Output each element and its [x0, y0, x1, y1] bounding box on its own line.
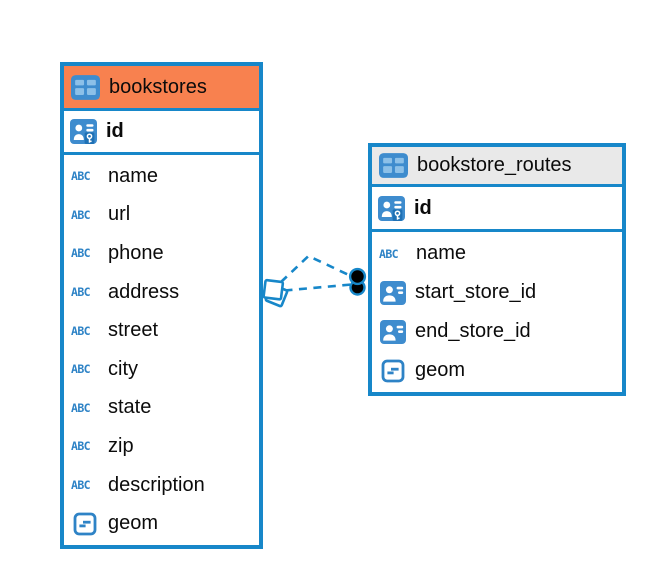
- abc-text-icon: ABC: [71, 400, 91, 415]
- column-label: zip: [108, 434, 134, 457]
- table-title: bookstore_routes: [417, 154, 572, 176]
- column-row[interactable]: ABC name: [372, 234, 622, 273]
- geometry-icon: [381, 359, 405, 383]
- column-label: phone: [108, 241, 164, 264]
- column-row-pk[interactable]: id: [64, 111, 259, 155]
- column-label: id: [414, 196, 432, 219]
- abc-text-icon: ABC: [71, 169, 91, 184]
- column-row[interactable]: ABC address: [64, 273, 259, 312]
- column-row[interactable]: end_store_id: [372, 312, 622, 351]
- column-row[interactable]: ABC name: [64, 157, 259, 196]
- column-label: start_store_id: [415, 281, 537, 303]
- abc-text-icon: ABC: [71, 478, 91, 493]
- column-label: state: [108, 396, 152, 419]
- column-row[interactable]: ABC city: [64, 350, 259, 389]
- column-row[interactable]: ABC url: [64, 196, 259, 235]
- column-label: city: [108, 357, 138, 380]
- abc-text-icon: ABC: [71, 285, 91, 300]
- column-row[interactable]: ABC state: [64, 389, 259, 428]
- column-row[interactable]: ABC description: [64, 466, 259, 505]
- column-row[interactable]: geom: [372, 351, 622, 390]
- column-label: url: [108, 203, 131, 226]
- column-row[interactable]: start_store_id: [372, 273, 622, 312]
- column-row[interactable]: ABC zip: [64, 427, 259, 466]
- abc-text-icon: ABC: [71, 362, 91, 377]
- relationship-line-lower[interactable]: [284, 283, 352, 292]
- person-key-icon: [70, 119, 97, 144]
- column-row[interactable]: ABC street: [64, 311, 259, 350]
- column-row[interactable]: ABC phone: [64, 234, 259, 273]
- column-label: geom: [108, 512, 159, 535]
- column-row-pk[interactable]: id: [372, 187, 622, 232]
- abc-text-icon: ABC: [71, 439, 91, 454]
- entity-table-bookstore-routes[interactable]: bookstore_routes id ABC name start_store…: [368, 143, 626, 396]
- column-label: id: [106, 120, 124, 142]
- table-title: bookstores: [109, 75, 207, 98]
- bookstores-header[interactable]: bookstores: [64, 66, 259, 111]
- relationship-connector: [262, 254, 367, 308]
- bookstores-columns: ABC name ABC url ABC phone ABC address A…: [64, 155, 259, 545]
- source-diamond-symbol-front: [262, 278, 285, 301]
- abc-text-icon: ABC: [379, 246, 399, 261]
- abc-text-icon: ABC: [71, 207, 91, 222]
- column-label: name: [108, 164, 159, 187]
- table-grid-icon: [71, 75, 100, 100]
- column-label: geom: [415, 359, 466, 381]
- bookstore-routes-header[interactable]: bookstore_routes: [372, 147, 622, 187]
- person-key-icon: [378, 196, 405, 221]
- abc-text-icon: ABC: [71, 246, 91, 261]
- entity-table-bookstores[interactable]: bookstores id ABC name ABC url ABC phone…: [60, 62, 263, 549]
- abc-text-icon: ABC: [71, 323, 91, 338]
- column-label: description: [108, 473, 205, 496]
- target-dot-symbol-front: [348, 267, 367, 286]
- table-grid-icon: [379, 153, 408, 178]
- column-row[interactable]: geom: [64, 504, 259, 543]
- column-label: name: [416, 242, 467, 264]
- relationship-line-upper[interactable]: [280, 254, 353, 283]
- column-label: street: [108, 319, 159, 342]
- bookstore-routes-columns: ABC name start_store_id end_store_id geo…: [372, 232, 622, 392]
- column-label: address: [108, 280, 180, 303]
- geometry-icon: [73, 512, 97, 536]
- column-label: end_store_id: [415, 320, 531, 342]
